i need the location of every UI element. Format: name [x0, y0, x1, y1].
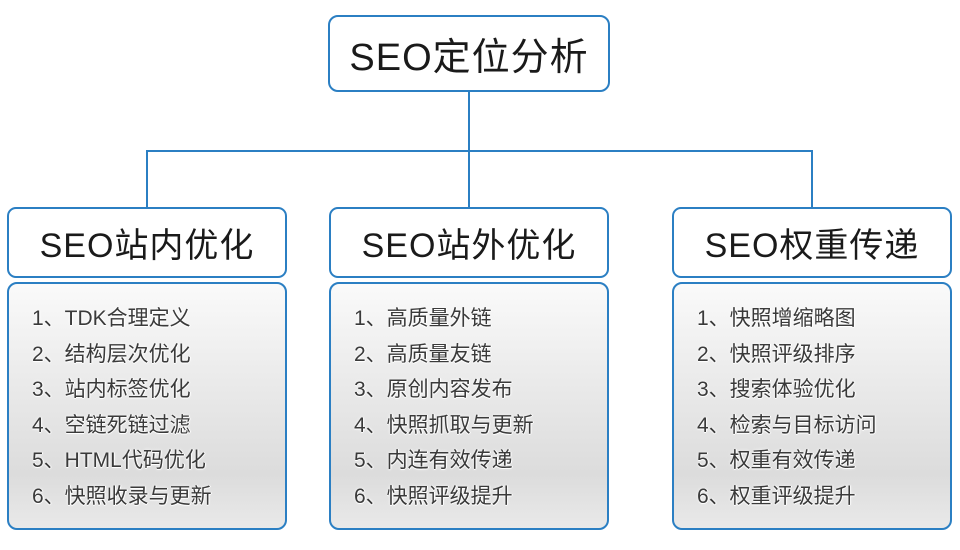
list-item: 6、权重评级提升 [697, 484, 856, 508]
item-list: 1、快照增缩略图 2、快照评级排序 3、搜索体验优化 4、检索与目标访问 5、权… [697, 301, 940, 514]
list-item: 5、内连有效传递 [354, 449, 513, 472]
column-onsite-optimization: SEO站内优化 1、TDK合理定义 2、结构层次优化 3、站内标签优化 4、空链… [7, 207, 287, 530]
column-header: SEO站内优化 [7, 207, 287, 278]
list-item: 1、TDK合理定义 [32, 307, 191, 330]
column-header: SEO站外优化 [329, 207, 609, 278]
list-item: 2、快照评级排序 [697, 342, 856, 366]
column-body: 1、TDK合理定义 2、结构层次优化 3、站内标签优化 4、空链死链过滤 5、H… [7, 282, 287, 530]
root-node-title: SEO定位分析 [349, 37, 589, 79]
list-item: 4、快照抓取与更新 [354, 413, 534, 437]
connector-drop-right [811, 150, 813, 207]
list-item: 3、站内标签优化 [32, 378, 191, 401]
connector-root-down [468, 92, 470, 151]
column-offsite-optimization: SEO站外优化 1、高质量外链 2、高质量友链 3、原创内容发布 4、快照抓取与… [329, 207, 609, 530]
column-title: SEO站内优化 [39, 227, 255, 265]
connector-drop-middle [468, 150, 470, 207]
item-list: 1、高质量外链 2、高质量友链 3、原创内容发布 4、快照抓取与更新 5、内连有… [354, 301, 597, 514]
list-item: 4、检索与目标访问 [697, 413, 877, 437]
column-weight-transfer: SEO权重传递 1、快照增缩略图 2、快照评级排序 3、搜索体验优化 4、检索与… [672, 207, 952, 530]
column-header: SEO权重传递 [672, 207, 952, 278]
column-body: 1、快照增缩略图 2、快照评级排序 3、搜索体验优化 4、检索与目标访问 5、权… [672, 282, 952, 530]
list-item: 5、权重有效传递 [697, 449, 856, 472]
item-list: 1、TDK合理定义 2、结构层次优化 3、站内标签优化 4、空链死链过滤 5、H… [32, 301, 275, 514]
list-item: 5、HTML代码优化 [32, 449, 206, 472]
column-title: SEO权重传递 [704, 227, 920, 265]
column-body: 1、高质量外链 2、高质量友链 3、原创内容发布 4、快照抓取与更新 5、内连有… [329, 282, 609, 530]
connector-drop-left [146, 150, 148, 207]
list-item: 3、搜索体验优化 [697, 378, 856, 401]
list-item: 1、高质量外链 [354, 307, 492, 330]
list-item: 3、原创内容发布 [354, 378, 513, 401]
list-item: 2、高质量友链 [354, 342, 492, 366]
list-item: 1、快照增缩略图 [697, 307, 856, 330]
root-node-seo-positioning: SEO定位分析 [328, 15, 610, 92]
column-title: SEO站外优化 [361, 227, 577, 265]
list-item: 6、快照评级提升 [354, 484, 513, 508]
list-item: 4、空链死链过滤 [32, 413, 191, 437]
connector-horizontal [146, 150, 813, 152]
list-item: 6、快照收录与更新 [32, 484, 212, 508]
list-item: 2、结构层次优化 [32, 342, 191, 366]
